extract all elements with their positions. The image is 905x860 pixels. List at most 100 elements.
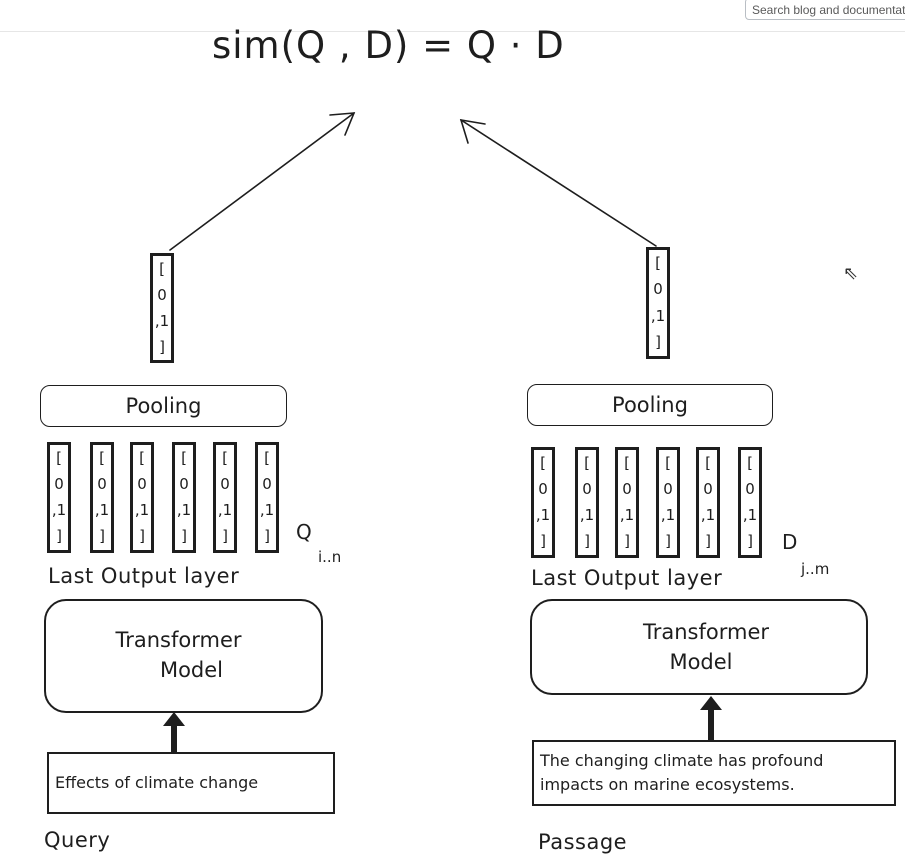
passage-caption: Passage: [538, 830, 628, 854]
query-arrowhead: [329, 112, 356, 136]
vector-glyph: [: [747, 453, 753, 472]
token-vector: [0 ,1]: [255, 442, 279, 553]
passage-subscript: j..m: [801, 560, 830, 578]
passage-input-arrow: [700, 696, 722, 740]
vector-glyph: ,1: [51, 501, 67, 520]
vector-glyph: ]: [705, 532, 711, 551]
pooling-label: Pooling: [612, 393, 688, 417]
query-pooling-box: Pooling: [40, 385, 287, 427]
vector-value-one: ,1: [154, 311, 170, 330]
pooling-label: Pooling: [125, 394, 202, 418]
vector-glyph: ]: [540, 532, 546, 551]
vector-glyph: ]: [665, 532, 671, 551]
query-transformer-model: Transformer Model: [44, 599, 323, 713]
model-title-line1: Transformer: [115, 628, 242, 652]
token-vector: [0 ,1]: [575, 447, 599, 558]
vector-glyph: ,1: [619, 506, 635, 525]
vector-glyph: 0: [582, 479, 592, 498]
vector-glyph: ,1: [94, 501, 110, 520]
vector-glyph: 0: [179, 474, 189, 493]
passage-layer-label: Last Output layer: [531, 566, 723, 590]
similarity-formula: sim(Q , D) = Q · D: [212, 24, 565, 67]
token-vector: [0 ,1]: [213, 442, 237, 553]
vector-glyph: ,1: [579, 506, 595, 525]
vector-glyph: [: [584, 453, 590, 472]
passage-transformer-model: Transformer Model: [530, 599, 868, 695]
query-symbol: Q: [296, 520, 312, 544]
token-vector: [0 ,1]: [696, 447, 720, 558]
vector-glyph: 0: [137, 474, 147, 493]
model-title-line2: Model: [669, 650, 733, 674]
header-divider: [0, 31, 905, 32]
token-vector: [0 ,1]: [738, 447, 762, 558]
model-title-line2: Model: [159, 658, 224, 682]
vector-open-bracket: [: [655, 253, 661, 272]
vector-glyph: [: [705, 453, 711, 472]
query-text: Effects of climate change: [55, 773, 259, 792]
passage-text: The changing climate has profound impact…: [540, 751, 824, 794]
vector-open-bracket: [: [159, 259, 165, 278]
vector-glyph: [: [222, 448, 228, 467]
vector-glyph: ,1: [535, 506, 551, 525]
vector-glyph: [: [99, 448, 105, 467]
vector-glyph: [: [264, 448, 270, 467]
mouse-pointer-icon: ⇖: [843, 263, 859, 284]
vector-glyph: ]: [747, 532, 753, 551]
vector-glyph: 0: [262, 474, 272, 493]
vector-glyph: [: [540, 453, 546, 472]
passage-input-box: The changing climate has profound impact…: [532, 740, 896, 806]
vector-glyph: 0: [54, 474, 64, 493]
token-vector: [0 ,1]: [656, 447, 680, 558]
vector-glyph: 0: [745, 479, 755, 498]
passage-arrowhead: [459, 118, 486, 144]
passage-symbol: D: [782, 530, 798, 554]
query-to-similarity-arrow: [169, 112, 355, 251]
vector-glyph: [: [181, 448, 187, 467]
vector-glyph: ]: [624, 532, 630, 551]
vector-glyph: 0: [622, 479, 632, 498]
vector-glyph: [: [624, 453, 630, 472]
vector-glyph: ]: [139, 527, 145, 546]
token-vector: [0,1]: [47, 442, 71, 553]
query-pooled-vector: [ 0 ,1 ]: [150, 253, 174, 363]
query-subscript: i..n: [318, 548, 342, 566]
token-vector: [0 ,1]: [531, 447, 555, 558]
token-vector: [0 ,1]: [172, 442, 196, 553]
passage-to-similarity-arrow: [460, 119, 657, 247]
vector-glyph: ]: [222, 527, 228, 546]
token-vector: [0 ,1]: [615, 447, 639, 558]
vector-close-bracket: ]: [159, 337, 165, 356]
vector-glyph: ]: [584, 532, 590, 551]
query-caption: Query: [44, 828, 111, 852]
vector-glyph: 0: [220, 474, 230, 493]
vector-glyph: ]: [264, 527, 270, 546]
token-vector: [0 ,1]: [130, 442, 154, 553]
vector-glyph: [: [665, 453, 671, 472]
vector-glyph: ]: [99, 527, 105, 546]
vector-glyph: ,1: [742, 506, 758, 525]
search-input[interactable]: [746, 0, 905, 19]
passage-pooled-vector: [ 0 ,1 ]: [646, 247, 670, 359]
vector-value-zero: 0: [157, 285, 167, 304]
vector-glyph: 0: [97, 474, 107, 493]
model-title-line1: Transformer: [642, 620, 769, 644]
vector-glyph: ,1: [700, 506, 716, 525]
token-vector: [0 ,1]: [90, 442, 114, 553]
search-box[interactable]: [745, 0, 905, 20]
vector-glyph: ,1: [660, 506, 676, 525]
vector-glyph: [: [56, 448, 62, 467]
vector-value-one: ,1: [650, 306, 666, 325]
vector-glyph: 0: [703, 479, 713, 498]
query-input-box: Effects of climate change: [47, 752, 335, 814]
vector-value-zero: 0: [653, 280, 663, 299]
vector-glyph: ]: [181, 527, 187, 546]
vector-glyph: ,1: [217, 501, 233, 520]
vector-glyph: [: [139, 448, 145, 467]
vector-glyph: 0: [663, 479, 673, 498]
query-layer-label: Last Output layer: [48, 564, 240, 588]
vector-glyph: ,1: [134, 501, 150, 520]
vector-glyph: ,1: [176, 501, 192, 520]
vector-glyph: 0: [538, 479, 548, 498]
vector-glyph: ,1: [259, 501, 275, 520]
